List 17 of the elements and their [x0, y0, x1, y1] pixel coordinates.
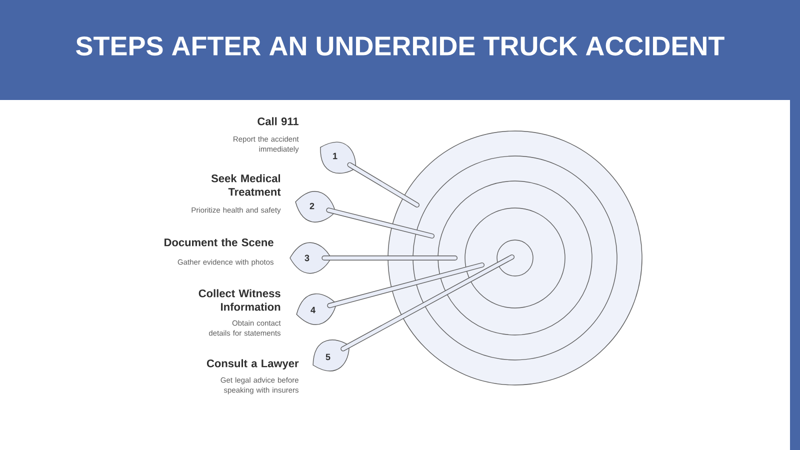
dart-flight: 5 [312, 340, 350, 372]
dart-flight: 2 [295, 191, 336, 222]
dart-shaft [347, 162, 420, 208]
dart-shaft [327, 262, 484, 308]
target-drawing [388, 130, 642, 386]
step-heading: Consult a Lawyer [206, 359, 299, 370]
dart-shaft [326, 208, 434, 238]
step-heading: Document the Scene [164, 238, 274, 246]
dart-flight: 4 [296, 294, 337, 325]
title: STEPS AFTER AN UNDERRIDE TRUCK ACCIDENT [76, 36, 724, 56]
dart-shaft [340, 254, 514, 352]
step-heading: Call 911 [258, 117, 298, 126]
dart-flight: 3 [290, 242, 332, 274]
step-heading: Seek Medical Treatment [211, 174, 281, 196]
dart-shaft [322, 256, 458, 260]
step-heading: Collect Witness Information [198, 289, 280, 311]
dart-flight: 1 [320, 142, 356, 174]
